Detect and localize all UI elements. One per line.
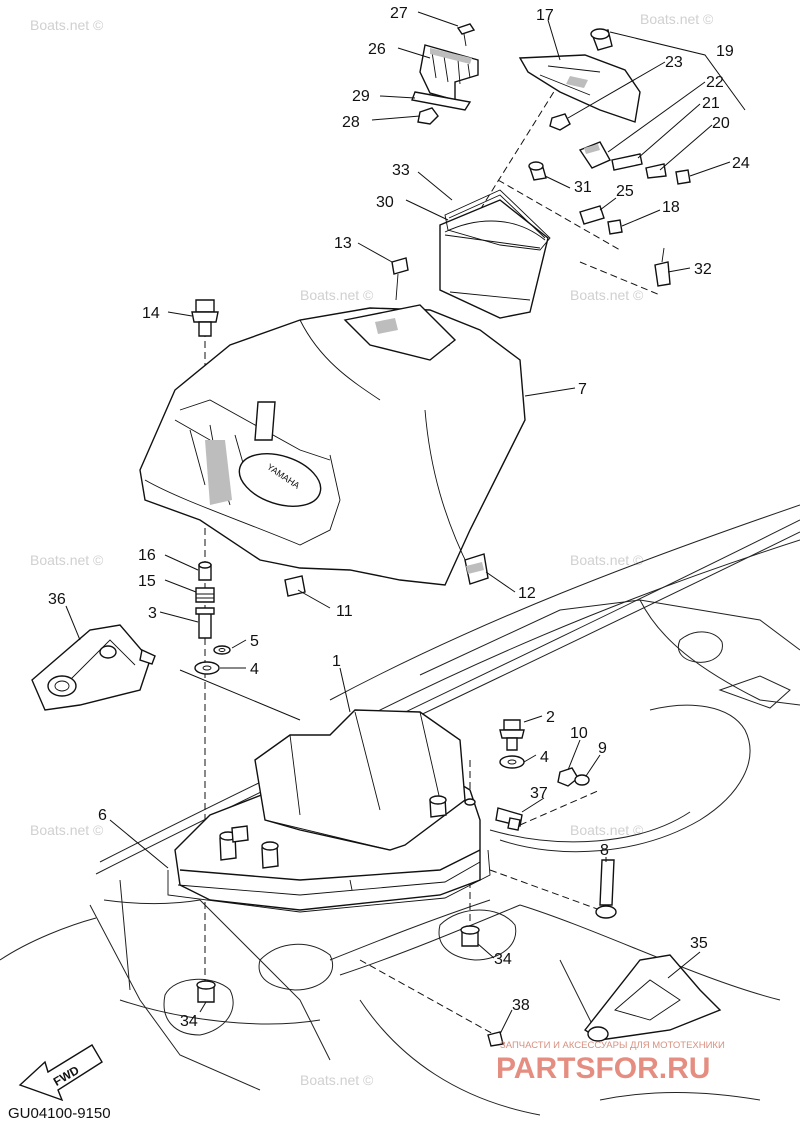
callout-37: 37 <box>530 785 548 802</box>
callout-13: 13 <box>334 235 352 252</box>
watermark: Boats.net © <box>300 1072 374 1088</box>
callout-23: 23 <box>665 54 683 71</box>
grommet-34-left <box>196 980 216 1003</box>
leader-lines <box>65 11 746 1035</box>
grommet-34-right <box>460 925 480 947</box>
watermark: Boats.net © <box>570 822 644 838</box>
watermark: Boats.net © <box>570 552 644 568</box>
callout-2: 2 <box>546 709 555 726</box>
callout-4b: 4 <box>540 749 549 766</box>
callout-25: 25 <box>616 183 634 200</box>
callout-5: 5 <box>250 633 259 650</box>
bolt-3 <box>195 607 215 639</box>
plug-8 <box>595 859 617 919</box>
callout-34-right: 34 <box>494 951 512 968</box>
callout-3: 3 <box>148 605 157 622</box>
screw-27 <box>456 23 476 47</box>
callout-34-left: 34 <box>180 1013 198 1030</box>
callout-6: 6 <box>98 807 107 824</box>
callout-38: 38 <box>512 997 530 1014</box>
callout-10: 10 <box>570 725 588 742</box>
callout-12: 12 <box>518 585 536 602</box>
callout-31: 31 <box>574 179 592 196</box>
callout-17: 17 <box>536 7 554 24</box>
box-30 <box>439 199 549 319</box>
screw-13 <box>391 257 409 301</box>
watermark: Boats.net © <box>30 822 104 838</box>
watermark: Boats.net © <box>30 552 104 568</box>
nut-28 <box>417 107 439 125</box>
washer-9 <box>574 774 590 786</box>
washer-4b <box>499 755 525 769</box>
callout-22: 22 <box>706 74 724 91</box>
nut-10 <box>557 767 579 787</box>
vent-36 <box>31 624 156 711</box>
logo-brand: PARTSFOR.RU <box>496 1052 710 1085</box>
hull-outline <box>0 504 800 1116</box>
callout-4: 4 <box>250 661 259 678</box>
watermark: Boats.net © <box>30 17 104 33</box>
grommet-15 <box>195 587 215 603</box>
callout-28: 28 <box>342 114 360 131</box>
callout-24: 24 <box>732 155 750 172</box>
clip-11 <box>284 575 306 597</box>
callout-33: 33 <box>392 162 410 179</box>
fuel-tank-1 <box>174 709 481 911</box>
callout-32: 32 <box>694 261 712 278</box>
callout-35: 35 <box>690 935 708 952</box>
watermark: Boats.net © <box>570 287 644 303</box>
pad-12 <box>464 553 489 585</box>
plug-31 <box>528 161 547 181</box>
bracket-26 <box>419 44 479 101</box>
callout-16: 16 <box>138 547 156 564</box>
gasket-29 <box>411 91 472 111</box>
vent-35 <box>583 954 722 1042</box>
seal-33 <box>444 189 551 251</box>
callout-9: 9 <box>598 740 607 757</box>
callout-29: 29 <box>352 88 370 105</box>
callout-21: 21 <box>702 95 720 112</box>
callout-8: 8 <box>600 842 609 859</box>
nut-23 <box>549 113 571 131</box>
callout-labels: 27 26 29 28 17 23 19 22 21 20 24 33 31 2… <box>48 5 750 1030</box>
stud-37 <box>495 807 523 831</box>
callout-15: 15 <box>138 573 156 590</box>
fwd-arrow: FWD <box>18 1044 103 1102</box>
plate-20 <box>645 163 667 179</box>
callout-14: 14 <box>142 305 160 322</box>
callout-26: 26 <box>368 41 386 58</box>
diagram-code: GU04100-9150 <box>8 1105 111 1122</box>
callout-11: 11 <box>336 603 353 620</box>
watermark: Boats.net © <box>640 11 714 27</box>
bolt-14 <box>191 299 219 337</box>
clamp-22 <box>578 141 611 169</box>
screw-38 <box>487 1031 504 1047</box>
bolt-25 <box>579 205 605 225</box>
cap-19 <box>590 28 613 51</box>
cover-17 <box>518 54 641 123</box>
callout-1: 1 <box>332 653 341 670</box>
callout-7: 7 <box>578 381 587 398</box>
partsfor-logo: ЗАПЧАСТИ И АКСЕССУАРЫ ДЛЯ МОТОТЕХНИКИ PA… <box>496 1040 725 1085</box>
callout-18: 18 <box>662 199 680 216</box>
tank-cover-7: YAMAHA <box>139 304 526 586</box>
bolt-24 <box>675 169 691 185</box>
callout-30: 30 <box>376 194 394 211</box>
callout-36: 36 <box>48 591 66 608</box>
screw-18 <box>607 219 623 235</box>
plate-21 <box>611 153 643 171</box>
washer-5 <box>213 645 231 655</box>
logo-tagline: ЗАПЧАСТИ И АКСЕССУАРЫ ДЛЯ МОТОТЕХНИКИ <box>500 1040 725 1051</box>
callout-27: 27 <box>390 5 408 22</box>
bolt-2 <box>499 719 525 751</box>
callout-20: 20 <box>712 115 730 132</box>
callout-19: 19 <box>716 43 734 60</box>
washer-4 <box>194 661 220 675</box>
watermark: Boats.net © <box>300 287 374 303</box>
seal-6 <box>167 849 491 913</box>
collar-16 <box>198 561 212 581</box>
pin-32 <box>654 247 671 287</box>
